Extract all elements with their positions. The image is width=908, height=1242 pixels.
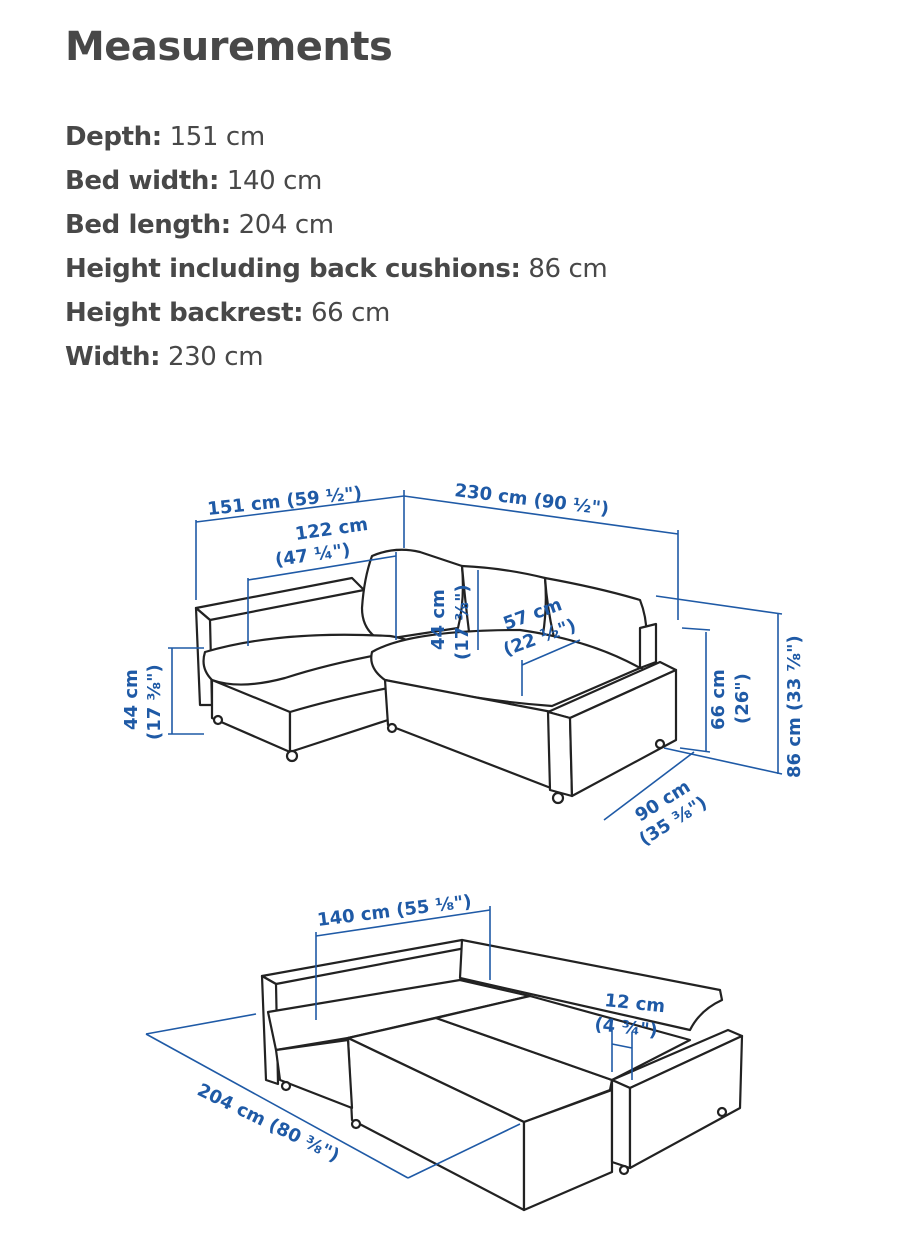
spec-height-backrest: Height backrest: 66 cm [65, 298, 390, 328]
spec-depth: Depth: 151 cm [65, 122, 265, 152]
label-depth: 151 cm (59 ½") [206, 483, 363, 520]
label-backrest-in: (26") [732, 673, 753, 724]
spec-width: Width: 230 cm [65, 342, 264, 372]
bed-dimension-lines [145, 906, 633, 1179]
label-chaise-depth-cm: 122 cm [294, 514, 369, 545]
label-seat-depth-cm: 44 cm [428, 589, 449, 650]
label-seat-height-in: (17 ⅜") [144, 664, 165, 740]
spec-bed-width: Bed width: 140 cm [65, 166, 322, 196]
spec-height-cushions: Height including back cushions: 86 cm [65, 254, 608, 284]
sofa-drawing [194, 548, 678, 805]
label-seat-depth-in: (17 ⅜") [452, 584, 473, 660]
label-total-height: 86 cm (33 ⅞") [784, 635, 805, 778]
label-seat-height-cm: 44 cm [121, 669, 142, 730]
label-backrest-cm: 66 cm [708, 669, 729, 730]
spec-list: Depth: 151 cm Bed width: 140 cm Bed leng… [65, 118, 608, 382]
bed-drawing [260, 938, 744, 1212]
page-title: Measurements [65, 24, 393, 70]
sofa-dimension-lines [168, 490, 783, 821]
spec-bed-length: Bed length: 204 cm [65, 210, 334, 240]
label-chaise-depth-in: (47 ¼") [274, 540, 352, 571]
